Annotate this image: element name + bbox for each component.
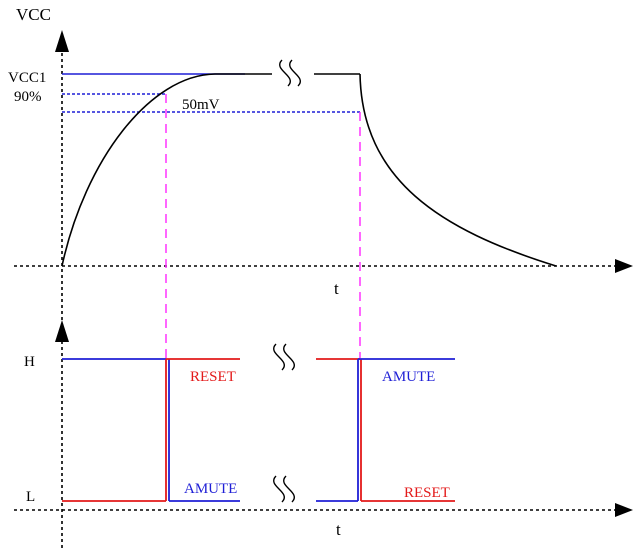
top-y-axis-label: VCC xyxy=(16,5,51,24)
bottom-x-axis-arrow-icon xyxy=(615,503,633,517)
low-level-label: L xyxy=(26,489,35,505)
top-plot: VCC VCC1 90% 50mV t xyxy=(8,5,633,548)
top-y-axis-arrow-icon xyxy=(55,30,69,52)
top-x-axis-label: t xyxy=(334,279,339,298)
amute-high-label: AMUTE xyxy=(382,369,435,385)
amute-low-label: AMUTE xyxy=(184,481,237,497)
vcc-rise-curve xyxy=(61,73,272,267)
vcc-fall-curve xyxy=(359,73,557,267)
percent-label: 90% xyxy=(14,89,42,105)
bottom-x-axis-label: t xyxy=(336,520,341,539)
delta-label: 50mV xyxy=(182,97,220,113)
bottom-y-axis-arrow-icon xyxy=(55,320,69,342)
high-level-label: H xyxy=(24,354,35,370)
high-break-mark-icon xyxy=(273,343,295,371)
bottom-plot: H L RESET AMUTE AMUTE RESET t xyxy=(14,320,633,539)
low-break-mark-icon xyxy=(273,475,295,503)
vcc1-label: VCC1 xyxy=(8,70,46,86)
top-break-mark-icon xyxy=(279,59,301,87)
reset-low-label: RESET xyxy=(404,485,450,501)
reset-high-label: RESET xyxy=(190,369,236,385)
top-x-axis-arrow-icon xyxy=(615,259,633,273)
